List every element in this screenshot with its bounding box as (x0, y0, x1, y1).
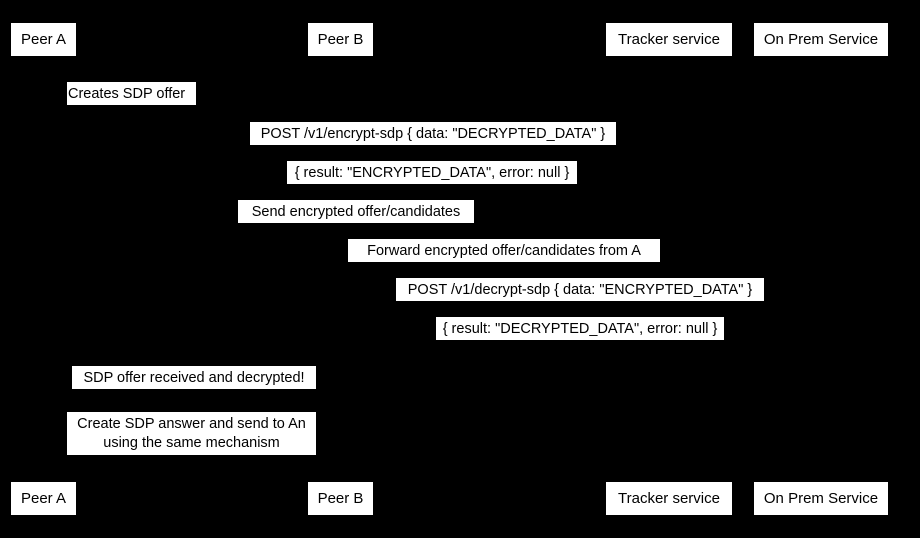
message-text: { result: "ENCRYPTED_DATA", error: null … (294, 164, 570, 181)
message-text: Send encrypted offer/candidates (251, 203, 461, 220)
participant-foot-on-prem-service[interactable]: On Prem Service (753, 481, 889, 516)
participant-label: Peer A (20, 490, 67, 507)
message-text: POST /v1/encrypt-sdp { data: "DECRYPTED_… (260, 125, 606, 142)
participant-head-peer-a[interactable]: Peer A (10, 22, 77, 57)
participant-label: On Prem Service (763, 490, 879, 507)
participant-label: On Prem Service (763, 31, 879, 48)
message-label-post-decrypt-sdp[interactable]: POST /v1/decrypt-sdp { data: "ENCRYPTED_… (396, 278, 764, 301)
note-text-line-2: using the same mechanism (103, 434, 280, 451)
participant-head-tracker-service[interactable]: Tracker service (605, 22, 733, 57)
lifeline-on-prem (821, 57, 822, 481)
message-text: Creates SDP offer (68, 85, 186, 102)
message-label-creates-sdp-offer[interactable]: Creates SDP offer (67, 82, 196, 105)
participant-label: Tracker service (618, 490, 720, 507)
participant-label: Peer B (317, 31, 364, 48)
message-text: SDP offer received and decrypted! (83, 369, 305, 386)
participant-head-on-prem-service[interactable]: On Prem Service (753, 22, 889, 57)
lifeline-peer-b (340, 57, 341, 481)
message-label-encrypt-sdp-response[interactable]: { result: "ENCRYPTED_DATA", error: null … (287, 161, 577, 184)
message-label-sdp-offer-received[interactable]: SDP offer received and decrypted! (72, 366, 316, 389)
message-text: Forward encrypted offer/candidates from … (367, 242, 641, 259)
message-label-send-encrypted-offer[interactable]: Send encrypted offer/candidates (238, 200, 474, 223)
lifeline-tracker (669, 57, 670, 481)
participant-foot-peer-a[interactable]: Peer A (10, 481, 77, 516)
participant-label: Peer B (317, 490, 364, 507)
note-text-line-1: Create SDP answer and send to An (77, 415, 306, 432)
participant-label: Tracker service (618, 31, 720, 48)
message-text: { result: "DECRYPTED_DATA", error: null … (442, 320, 718, 337)
message-label-post-encrypt-sdp[interactable]: POST /v1/encrypt-sdp { data: "DECRYPTED_… (250, 122, 616, 145)
message-label-forward-encrypted-offer[interactable]: Forward encrypted offer/candidates from … (348, 239, 660, 262)
lifeline-peer-a (43, 57, 44, 481)
note-create-sdp-answer[interactable]: Create SDP answer and send to An using t… (67, 412, 316, 455)
participant-foot-peer-b[interactable]: Peer B (307, 481, 374, 516)
participant-head-peer-b[interactable]: Peer B (307, 22, 374, 57)
message-label-decrypt-sdp-response[interactable]: { result: "DECRYPTED_DATA", error: null … (436, 317, 724, 340)
message-text: POST /v1/decrypt-sdp { data: "ENCRYPTED_… (407, 281, 753, 298)
participant-label: Peer A (20, 31, 67, 48)
participant-foot-tracker-service[interactable]: Tracker service (605, 481, 733, 516)
